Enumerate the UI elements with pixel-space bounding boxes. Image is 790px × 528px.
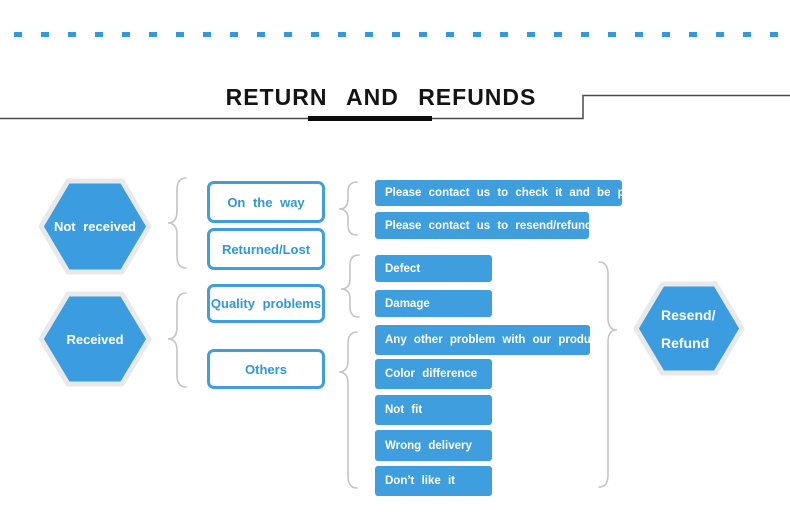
left-brace-not-received-icon <box>167 177 187 269</box>
left-brace-quality-problems-icon <box>340 254 360 318</box>
right-brace-resend-refund-icon <box>598 261 618 488</box>
hexagon-icon <box>633 281 745 376</box>
box-color-difference: Color difference <box>375 359 492 389</box>
dashed-divider <box>14 32 778 37</box>
box-returned-lost: Returned/Lost <box>207 228 325 270</box>
left-brace-on-the-way-icon <box>338 181 358 236</box>
box-any-other-problem: Any other problem with our products <box>375 325 608 355</box>
box-damage: Damage <box>375 290 492 317</box>
hexagon-resend-refund: Resend/ Refund <box>633 280 745 377</box>
left-brace-received-icon <box>167 292 187 388</box>
hexagon-label: Received <box>66 331 124 347</box>
box-others: Others <box>207 349 325 389</box>
hexagon-not-received: Not received <box>38 177 152 276</box>
left-brace-others-icon <box>338 331 358 489</box>
hexagon-icon <box>38 291 152 387</box>
box-not-fit: Not fit <box>375 395 492 425</box>
hexagon-icon <box>38 178 152 275</box>
box-contact-check-patient: Please contact us to check it and be pat… <box>375 180 655 206</box>
box-contact-resend-refund: Please contact us to resend/refund <box>375 212 592 239</box>
hexagon-label: Not received <box>53 219 137 234</box>
result-label-line2: Refund <box>661 334 710 351</box>
box-on-the-way: On the way <box>207 181 325 223</box>
box-wrong-delivery: Wrong delivery <box>375 430 492 461</box>
box-dont-like-it: Don’t like it <box>375 466 492 496</box>
title-underline <box>308 116 432 121</box>
result-label-line1: Resend/ <box>661 306 716 323</box>
box-quality-problems: Quality problems <box>207 284 325 323</box>
hexagon-label: Resend/ Refund <box>633 280 745 377</box>
hexagon-received: Received <box>38 290 152 388</box>
page-title: RETURN AND REFUNDS <box>225 84 537 110</box>
box-defect: Defect <box>375 255 492 282</box>
